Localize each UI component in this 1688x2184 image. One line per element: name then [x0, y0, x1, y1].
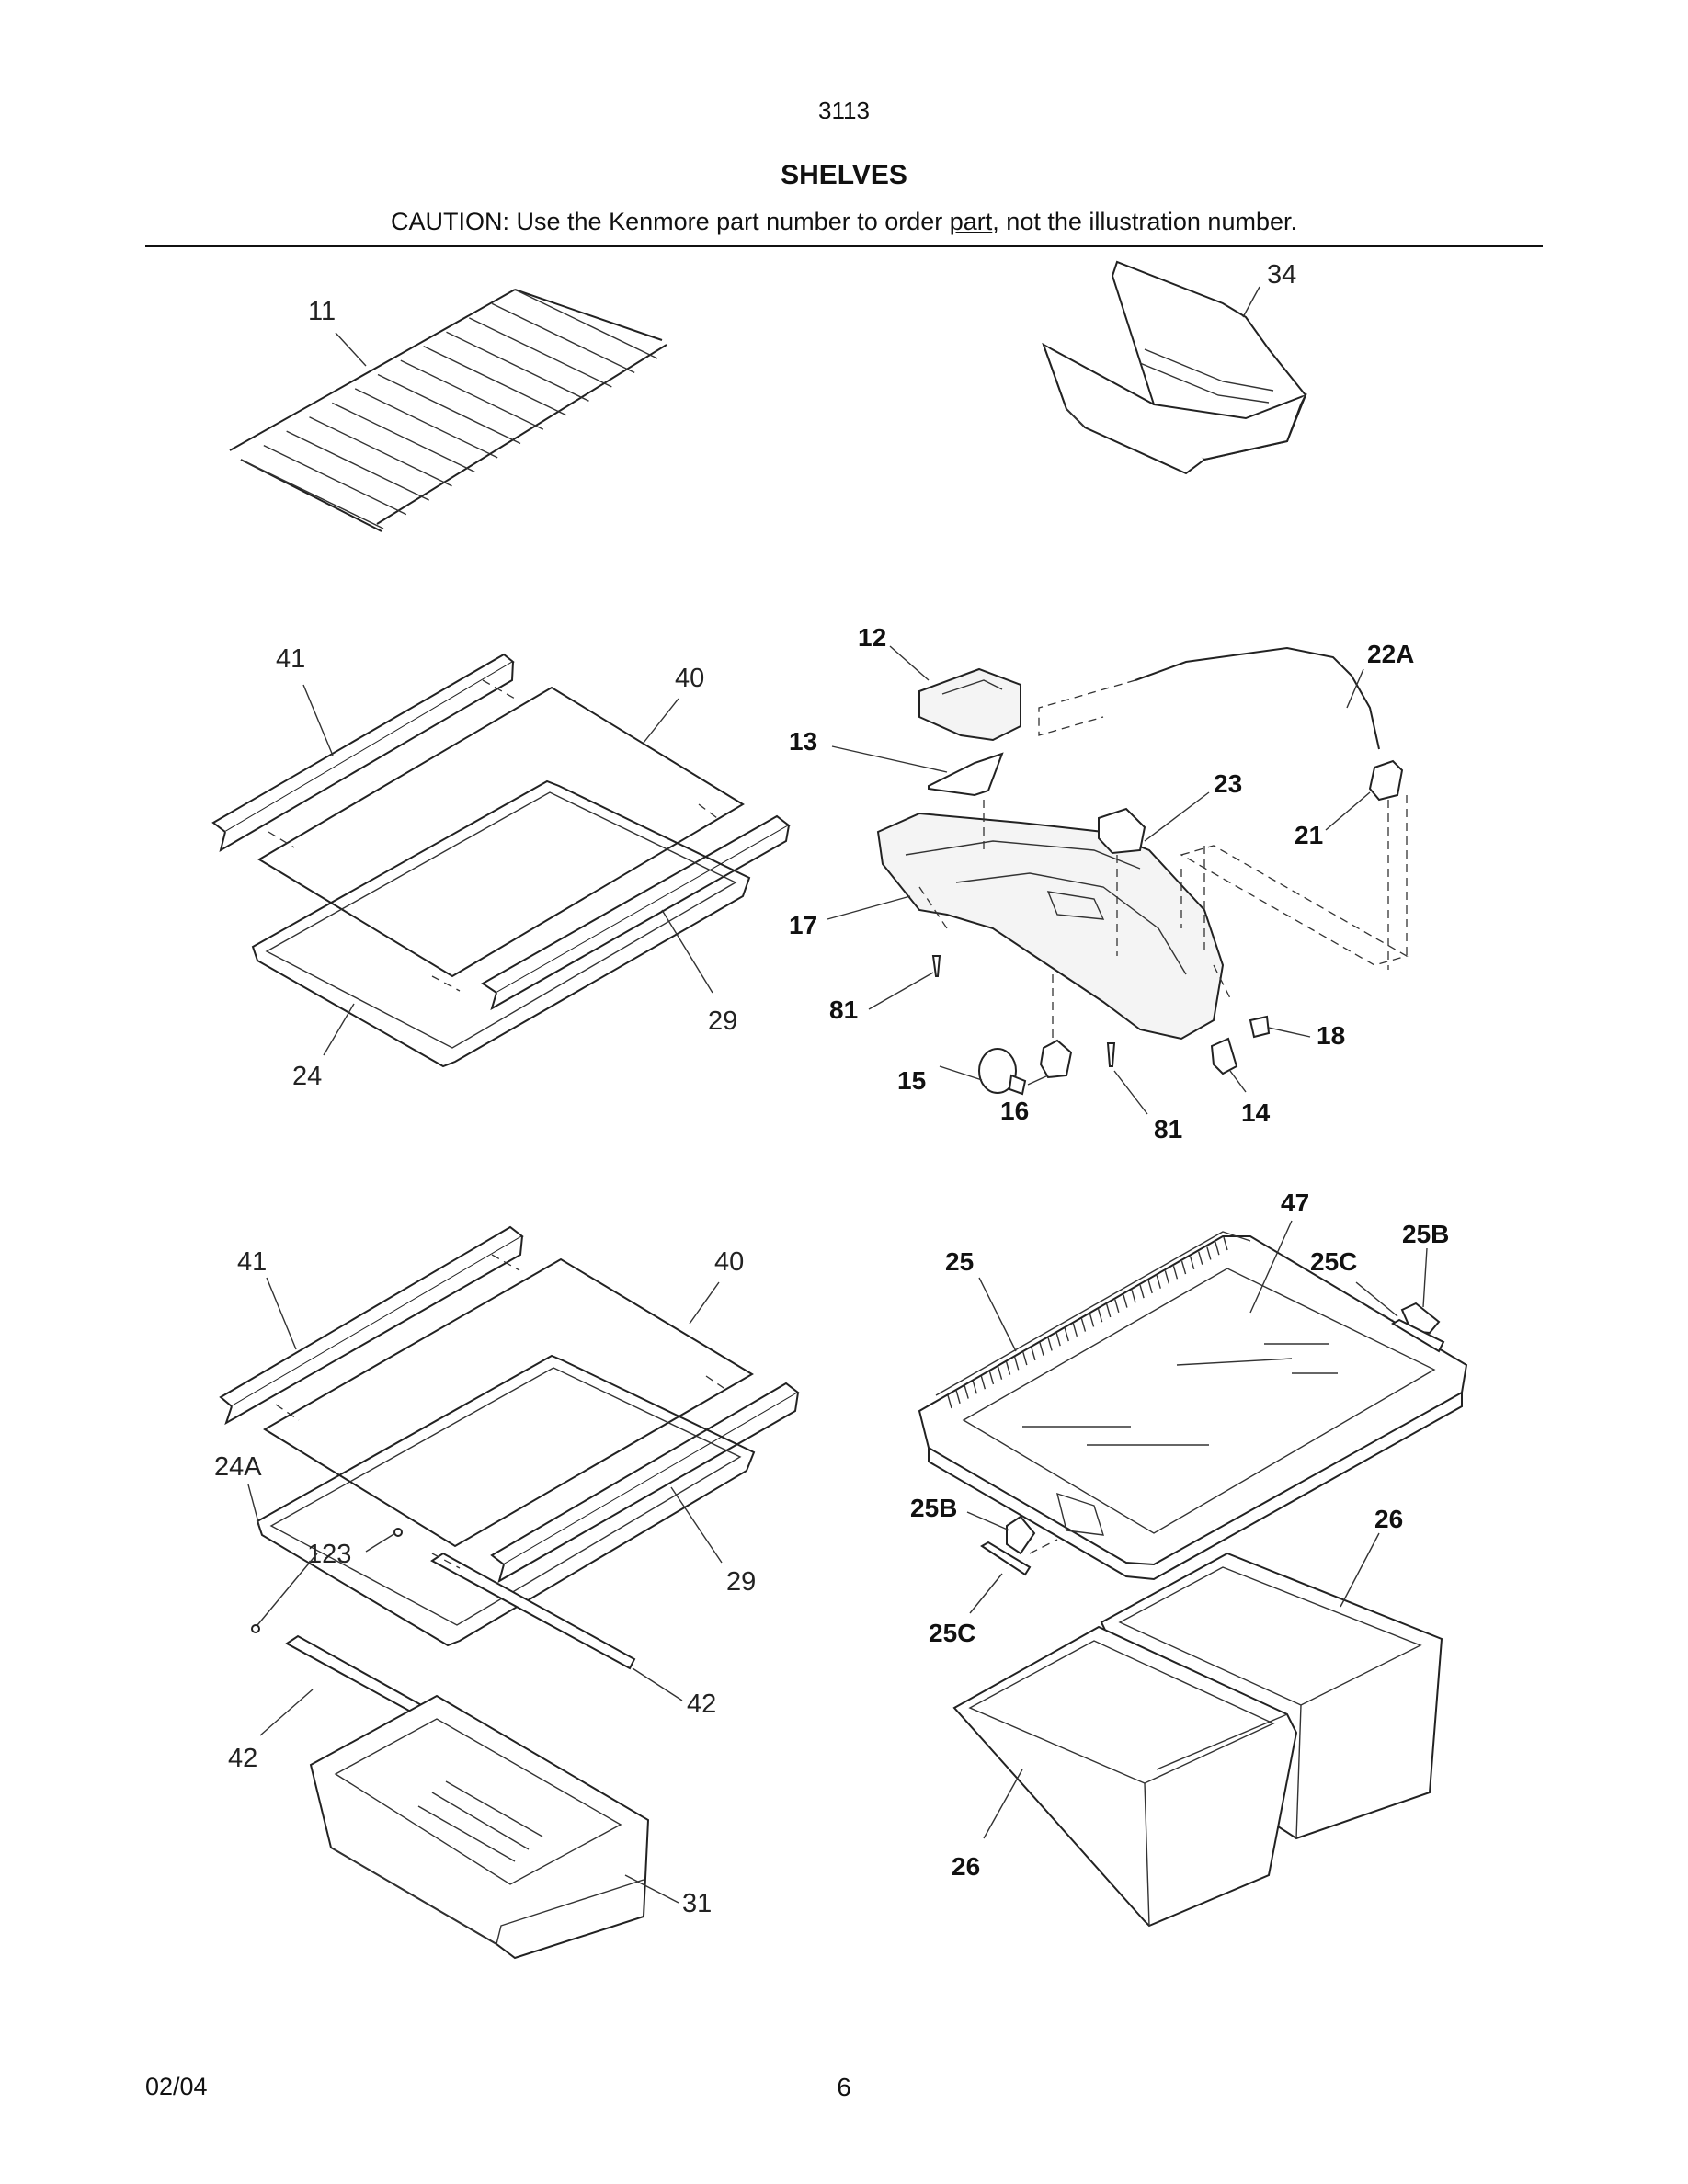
leader-22A [1346, 668, 1364, 709]
wire-shelf-part-11 [229, 289, 667, 532]
leader-11 [335, 332, 367, 367]
callout-42-left: 42 [228, 1744, 257, 1773]
callout-26-left: 26 [952, 1852, 980, 1881]
leader-24A [247, 1484, 260, 1527]
callout-21: 21 [1295, 821, 1323, 849]
leader-81-right [1113, 1070, 1148, 1115]
caution-text-start: CAUTION: Use the Kenmore part number to … [391, 208, 950, 235]
header-divider [145, 245, 1543, 247]
footer-date: 02/04 [145, 2073, 208, 2100]
caution-note: CAUTION: Use the Kenmore part number to … [0, 208, 1688, 236]
leader-25B-right [1422, 1247, 1428, 1308]
leader-24 [323, 1003, 355, 1056]
leader-47 [1249, 1220, 1293, 1314]
callout-41-lower: 41 [237, 1247, 267, 1277]
leader-81-left [868, 972, 934, 1010]
crisper-assembly [918, 1231, 1468, 1928]
leader-42-left [259, 1689, 314, 1736]
callout-26-right: 26 [1374, 1505, 1403, 1533]
leader-14 [1229, 1070, 1247, 1093]
callout-15: 15 [897, 1066, 926, 1095]
callout-25B-left: 25B [910, 1494, 957, 1522]
leader-34 [1242, 286, 1260, 318]
caution-text-end: , not the illustration number. [992, 208, 1297, 235]
leader-41-lower [266, 1277, 297, 1350]
leader-29-lower [670, 1486, 723, 1564]
callout-24: 24 [292, 1062, 322, 1091]
leader-13 [831, 745, 948, 773]
caution-underlined-word: part [949, 208, 993, 235]
bin-part-34 [1042, 260, 1307, 475]
leader-21 [1325, 791, 1371, 831]
callout-13: 13 [789, 727, 817, 756]
leader-41-upper [302, 684, 334, 756]
lower-shelf-and-drawer-assembly [219, 1225, 800, 1960]
callout-11: 11 [308, 297, 336, 326]
document-number: 3113 [818, 97, 870, 124]
leader-16 [1027, 1075, 1049, 1086]
callout-34: 34 [1267, 260, 1296, 290]
leader-123-screw [257, 1553, 318, 1626]
callout-25C-right: 25C [1310, 1247, 1357, 1276]
callout-25B-right: 25B [1402, 1220, 1449, 1248]
leader-40-lower [689, 1281, 720, 1325]
callout-40-upper: 40 [675, 664, 704, 693]
callout-42-right: 42 [687, 1689, 716, 1719]
callout-29-lower: 29 [726, 1567, 756, 1597]
leader-17 [827, 895, 911, 920]
leader-42-right [632, 1667, 683, 1701]
callout-123: 123 [307, 1540, 351, 1569]
leader-25C-right [1355, 1281, 1398, 1317]
callout-25: 25 [945, 1247, 974, 1276]
callout-31: 31 [682, 1889, 712, 1918]
callout-47: 47 [1281, 1189, 1309, 1217]
callout-29-upper: 29 [708, 1007, 737, 1036]
leader-26-left [983, 1769, 1023, 1839]
leader-23 [1144, 791, 1210, 842]
leader-15 [939, 1065, 983, 1081]
callout-40-lower: 40 [714, 1247, 744, 1277]
upper-glass-shelf-assembly [211, 653, 791, 1068]
callout-16: 16 [1000, 1097, 1029, 1125]
leader-40-upper [643, 698, 679, 744]
callout-18: 18 [1317, 1021, 1345, 1050]
callout-22A: 22A [1367, 640, 1414, 668]
callout-41-upper: 41 [276, 644, 305, 674]
leader-29-upper [661, 909, 713, 994]
callout-17: 17 [789, 911, 817, 939]
page-number: 6 [837, 2073, 851, 2101]
callout-81-right: 81 [1154, 1115, 1182, 1143]
leader-25B-left [966, 1511, 1010, 1531]
light-housing-assembly [876, 646, 1409, 1096]
leader-18 [1268, 1027, 1311, 1038]
callout-25C-left: 25C [929, 1619, 975, 1647]
leader-25 [978, 1277, 1017, 1352]
callout-14: 14 [1241, 1098, 1271, 1127]
leader-31 [624, 1874, 679, 1904]
callout-24A: 24A [214, 1452, 262, 1482]
callout-81-left: 81 [829, 995, 858, 1024]
leader-26-right [1340, 1532, 1380, 1608]
leader-123 [365, 1532, 396, 1553]
callout-23: 23 [1214, 769, 1242, 798]
leader-25C-left [969, 1573, 1003, 1614]
page-title: SHELVES [781, 160, 907, 190]
leader-12 [889, 645, 930, 681]
callout-12: 12 [858, 623, 886, 652]
